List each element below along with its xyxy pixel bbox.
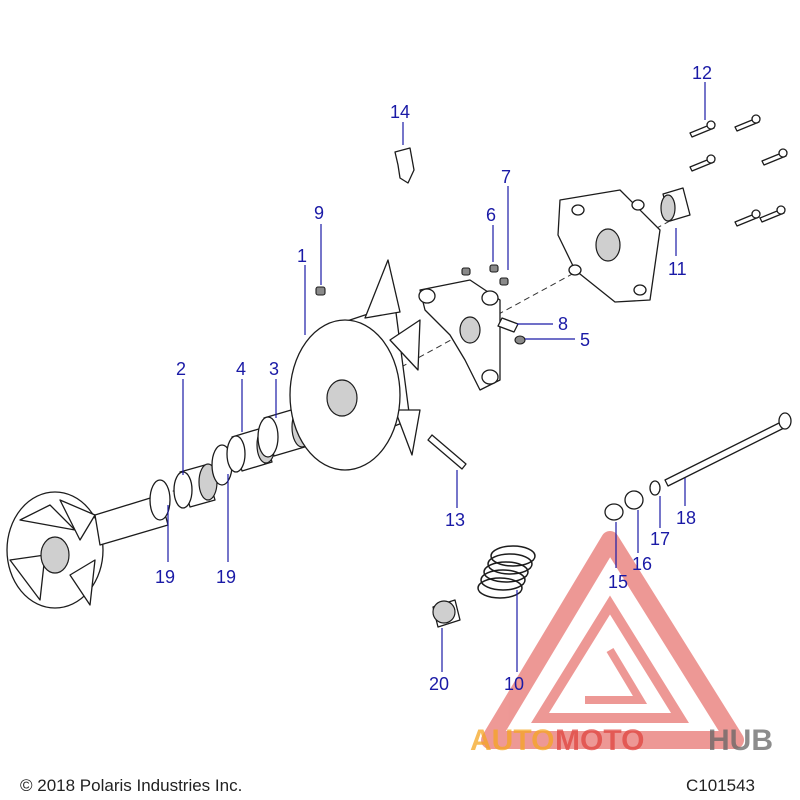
callout-7: 7 [501, 167, 511, 187]
callout-5: 5 [580, 330, 590, 350]
callout-9: 9 [314, 203, 324, 223]
callout-12: 12 [692, 63, 712, 83]
cover-screws [689, 114, 788, 227]
watermark-logo [481, 531, 744, 749]
copyright-text: © 2018 Polaris Industries Inc. [20, 776, 243, 795]
callout-20: 20 [429, 674, 449, 694]
washer-17 [649, 480, 661, 496]
button-6a [461, 267, 471, 276]
snap-ring-left [149, 479, 171, 521]
callout-16: 16 [632, 554, 652, 574]
diagram-code: C101543 [686, 776, 756, 795]
bushing-2 [173, 463, 218, 509]
button-6b [489, 264, 499, 273]
callout-4: 4 [236, 359, 246, 379]
callout-17: 17 [650, 529, 670, 549]
callout-11: 11 [668, 259, 687, 279]
svg-text:AUTO: AUTO [470, 724, 554, 757]
callout-14: 14 [390, 102, 410, 122]
watermark-text: AUTO MOTO HUB [470, 724, 773, 757]
bolt-18 [664, 412, 792, 487]
svg-text:HUB: HUB [708, 724, 773, 757]
svg-text:MOTO: MOTO [555, 724, 644, 757]
set-screw [315, 286, 326, 296]
flyweight-14 [394, 147, 415, 184]
callout-13: 13 [445, 510, 465, 530]
spring [477, 545, 536, 599]
spider-assembly [418, 279, 501, 391]
cover-bushing [660, 187, 691, 222]
callout-6: 6 [486, 205, 496, 225]
callout-2: 2 [176, 359, 186, 379]
pin-8 [497, 317, 519, 333]
roller-5 [514, 335, 526, 345]
callout-15: 15 [608, 572, 628, 592]
spacer-20 [432, 599, 461, 628]
button-7 [499, 277, 509, 286]
callout-numbers: 1 2 3 4 5 6 7 8 9 10 11 12 13 14 15 16 1… [155, 63, 712, 694]
callout-19-left: 19 [155, 567, 175, 587]
washer-15 [604, 503, 624, 521]
pin-13 [427, 434, 467, 470]
callout-10: 10 [504, 674, 524, 694]
callout-3: 3 [269, 359, 279, 379]
washer-16 [624, 490, 644, 510]
callout-8: 8 [558, 314, 568, 334]
fan-hub-shaft [6, 491, 169, 609]
callout-19-middle: 19 [216, 567, 236, 587]
callout-1: 1 [297, 246, 307, 266]
callout-18: 18 [676, 508, 696, 528]
leader-lines [167, 82, 706, 672]
moveable-sheave [289, 259, 421, 471]
clutch-cover [557, 189, 661, 303]
